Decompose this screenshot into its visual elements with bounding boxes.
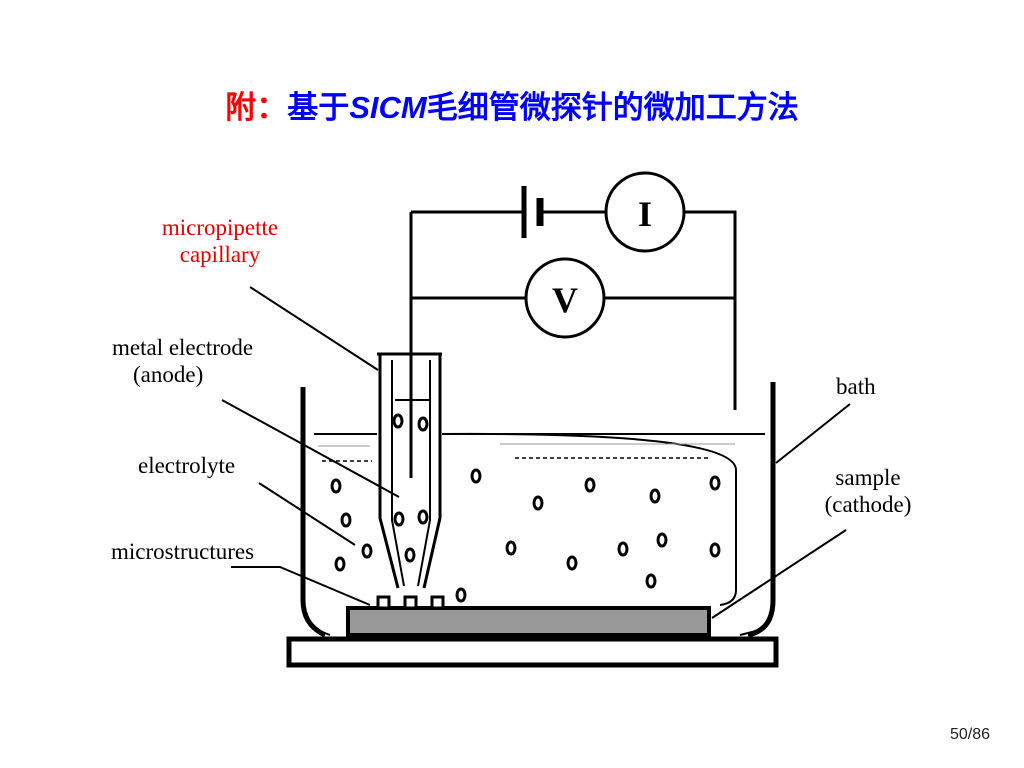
circuit-wire-I-right [684,210,737,410]
micropipette-capillary [377,352,442,589]
leader-sample [711,529,847,619]
sample-cathode [346,606,711,637]
label-micropipette-line2: capillary [179,242,261,267]
electrolyte-ions [330,413,721,603]
leader-bath [775,403,851,464]
label-micropipette: micropipette capillary [140,214,300,268]
leader-micropipette [249,286,379,371]
leader-microstructures [231,566,371,606]
bath-vessel-inner [316,629,761,636]
label-metal-electrode-line1: metal electrode [112,335,254,360]
microstructures-blocks [376,595,445,610]
electrolyte-surface-inner [441,432,737,606]
title-part1: 基于 [287,90,350,126]
title-latin: SICM [349,90,427,125]
label-sample-line1: sample [835,465,901,490]
slide-title: 附：基于SICM毛细管微探针的微加工方法 [0,82,1024,127]
bath-base [286,636,779,668]
label-metal-electrode-line2: (anode) [133,362,204,387]
title-part2: 毛细管微探针的微加工方法 [426,90,799,126]
current-meter: I [604,171,686,253]
title-prefix: 附： [225,90,288,126]
label-metal-electrode: metal electrode (anode) [112,334,253,388]
label-bath: bath [836,374,876,399]
surface-dashes [322,457,708,462]
bath-vessel [300,382,776,638]
label-micropipette-line1: micropipette [161,215,279,240]
surface-shading [318,443,735,447]
page-number: 50/86 [949,726,990,743]
leader-metal-electrode [221,399,400,498]
battery-icon [521,186,544,238]
voltage-meter-label: V [552,280,578,320]
leader-electrolyte [258,482,356,546]
label-sample: sample (cathode) [808,464,928,518]
label-electrolyte: electrolyte [138,453,236,478]
label-microstructures: microstructures [111,539,255,564]
label-sample-line2: (cathode) [824,492,912,517]
voltage-meter: V [524,257,606,339]
current-meter-label: I [638,194,652,234]
